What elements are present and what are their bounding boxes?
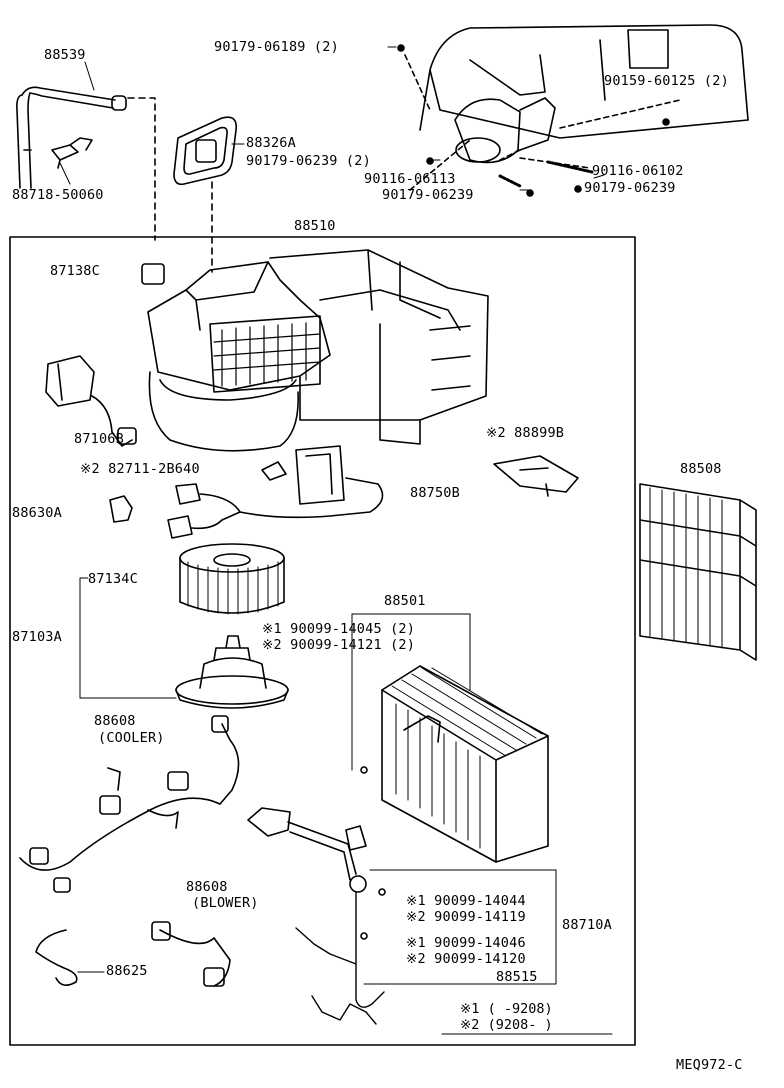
label-87106b: 87106B <box>74 431 124 447</box>
label-90179-06239-a: 90179-06239 <box>382 187 474 203</box>
legend-row-2: ※2 (9208- ) <box>460 1017 553 1033</box>
label-90159-60125: 90159-60125 (2) <box>604 73 729 89</box>
label-88515: 88515 <box>496 969 538 985</box>
stud-bolt <box>498 160 594 188</box>
blower-motor-part <box>175 635 289 709</box>
connector-88630a-part <box>109 495 133 523</box>
label-90116-06102: 90116-06102 <box>592 163 684 179</box>
o-ring-marker <box>360 766 368 774</box>
nut-marker <box>574 185 582 193</box>
label-87138c: 87138C <box>50 263 100 279</box>
label-88608-blower: 88608 <box>186 879 228 895</box>
leader <box>387 46 605 191</box>
evaporator-88501-part <box>381 665 549 863</box>
thermistor-clip <box>311 995 377 1025</box>
drain-hose-part <box>16 86 127 189</box>
label-88508: 88508 <box>680 461 722 477</box>
label-88750b: 88750B <box>410 485 460 501</box>
resistor-82711-part <box>261 461 287 481</box>
bracket-line <box>351 613 471 771</box>
servo-motor-87106b-part <box>45 355 137 447</box>
thermistor-probe <box>295 927 357 965</box>
harness-88750b-part <box>167 445 384 539</box>
bolt-marker <box>397 44 405 52</box>
leader-dashed <box>409 99 681 191</box>
expansion-valve-88710a-part <box>247 807 367 893</box>
label-90116-06113: 90116-06113 <box>364 171 456 187</box>
harness-blower-part <box>151 921 231 987</box>
label-87103a: 87103A <box>12 629 62 645</box>
label-90099-14121: ※2 90099-14121 (2) <box>262 637 416 653</box>
label-88608-cooler: 88608 <box>94 713 136 729</box>
label-90179-06239-2: 90179-06239 (2) <box>246 153 371 169</box>
bracket-88899b-part <box>493 455 579 497</box>
leader <box>59 162 71 185</box>
label-88326a: 88326A <box>246 135 296 151</box>
bolt-marker <box>662 118 670 126</box>
label-90179-06189: 90179-06189 (2) <box>214 39 339 55</box>
leader-dashed <box>127 97 156 241</box>
blower-unit-88510-part <box>141 249 489 452</box>
o-ring-marker <box>360 932 368 940</box>
legend-row-1: ※1 ( -9208) <box>460 1001 553 1017</box>
seal-88326a-part <box>173 116 238 186</box>
label-90179-06239-b: 90179-06239 <box>584 180 676 196</box>
label-87134c: 87134C <box>88 571 138 587</box>
nut-marker <box>426 157 434 165</box>
nut-marker <box>526 189 534 197</box>
label-88608-blower-sub: (BLOWER) <box>192 895 259 911</box>
label-88630a: 88630A <box>12 505 62 521</box>
assembly-frame <box>9 236 636 1046</box>
label-88608-cooler-sub: (COOLER) <box>98 730 165 746</box>
leader-dashed <box>404 54 591 169</box>
label-88899b: ※2 88899B <box>486 425 565 441</box>
label-88710a: 88710A <box>562 917 612 933</box>
bracket-line <box>79 577 177 699</box>
o-ring-marker <box>378 888 386 896</box>
sensor-88625-part <box>35 929 78 986</box>
label-88625: 88625 <box>106 963 148 979</box>
label-90099-14119: ※2 90099-14119 <box>406 909 526 925</box>
label-90099-14044: ※1 90099-14044 <box>406 893 526 909</box>
leader <box>84 61 95 91</box>
label-88510: 88510 <box>294 218 336 234</box>
label-82711-2b640: ※2 82711-2B640 <box>80 461 200 477</box>
figure-code: MEQ972-C <box>676 1057 743 1073</box>
vehicle-body-sketch <box>419 24 749 164</box>
label-88718-50060: 88718-50060 <box>12 187 104 203</box>
bracket-line <box>363 869 557 985</box>
label-90099-14120: ※2 90099-14120 <box>406 951 526 967</box>
harness-cooler-part <box>19 715 240 893</box>
blower-fan-87134c-part <box>179 543 285 615</box>
label-90099-14046: ※1 90099-14046 <box>406 935 526 951</box>
label-90099-14045: ※1 90099-14045 (2) <box>262 621 416 637</box>
label-88539: 88539 <box>44 47 86 63</box>
hose-clamp-part <box>51 137 93 169</box>
filter-88508-part <box>639 483 757 661</box>
capillary-tube <box>355 891 385 1008</box>
label-88501: 88501 <box>384 593 426 609</box>
